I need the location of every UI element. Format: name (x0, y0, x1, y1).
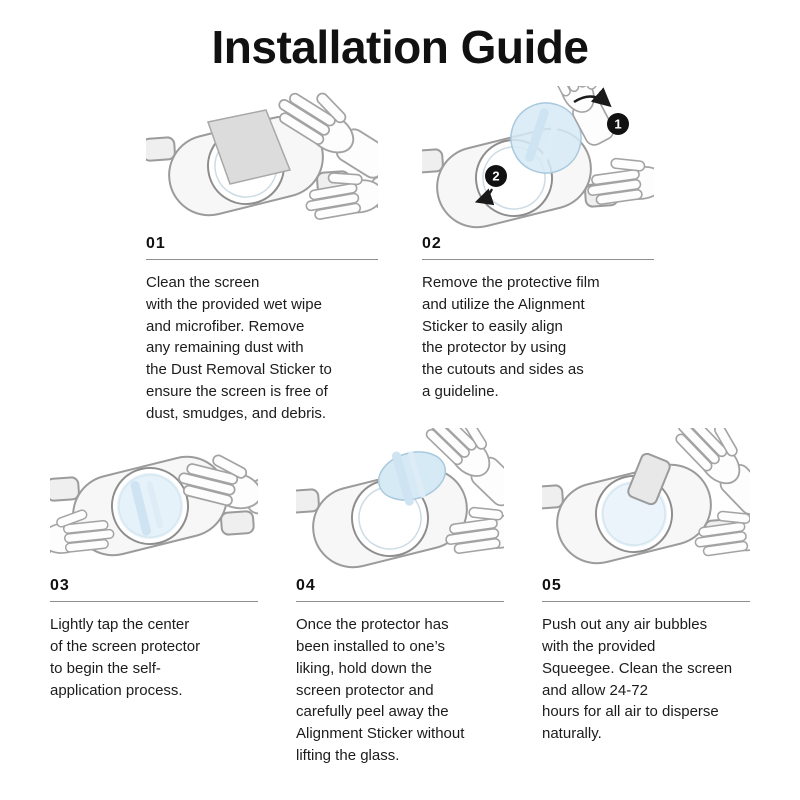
badge-1-label: 1 (614, 117, 621, 132)
squeegee-shape (627, 453, 671, 506)
step-01: 01 Clean the screen with the provided we… (146, 86, 378, 424)
step-02-number: 02 (422, 235, 442, 252)
alignment-sticker-film (377, 447, 447, 508)
step-04-number: 04 (296, 577, 316, 595)
step-05-text: Push out any air bubbles with the provid… (542, 616, 733, 742)
step-01-divider (146, 259, 378, 260)
step-05: 05 Push out any air bubbles with the pro… (542, 428, 750, 766)
step-03-illustration (50, 428, 258, 574)
step-02-illustration: 1 2 (422, 86, 654, 231)
step-02: 1 2 02 Remove the protective film and ut… (422, 86, 654, 424)
step-03-number: 03 (50, 577, 70, 595)
step-01-number: 01 (146, 235, 166, 252)
step-04-illustration (296, 428, 504, 574)
protector-film (117, 473, 183, 540)
step-02-text: Remove the protective film and utilize t… (422, 274, 600, 400)
wet-wipe-shape (207, 109, 292, 185)
step-03: 03 Lightly tap the center of the screen … (50, 428, 258, 766)
align-direction-arrow (474, 188, 495, 206)
peel-direction-arrow (573, 87, 612, 108)
step-04: 04 Once the protector has been installed… (296, 428, 504, 766)
alignment-sticker-film (510, 102, 582, 174)
steps-row-2: 03 Lightly tap the center of the screen … (0, 428, 800, 766)
badge-2-circle (485, 165, 507, 187)
badge-1-circle (607, 113, 629, 135)
step-05-number: 05 (542, 577, 562, 595)
step-03-text: Lightly tap the center of the screen pro… (50, 616, 201, 699)
step-05-divider (542, 601, 750, 603)
step-05-illustration (542, 428, 750, 574)
steps-row-1: 01 Clean the screen with the provided we… (0, 86, 800, 424)
step-01-text: Clean the screen with the provided wet w… (146, 274, 332, 422)
badge-2-label: 2 (492, 169, 499, 184)
step-04-divider (296, 601, 504, 603)
step-02-divider (422, 259, 654, 260)
step-01-illustration (146, 86, 378, 231)
step-03-divider (50, 601, 258, 603)
page-title: Installation Guide (211, 21, 589, 73)
step-04-text: Once the protector has been installed to… (296, 616, 465, 764)
